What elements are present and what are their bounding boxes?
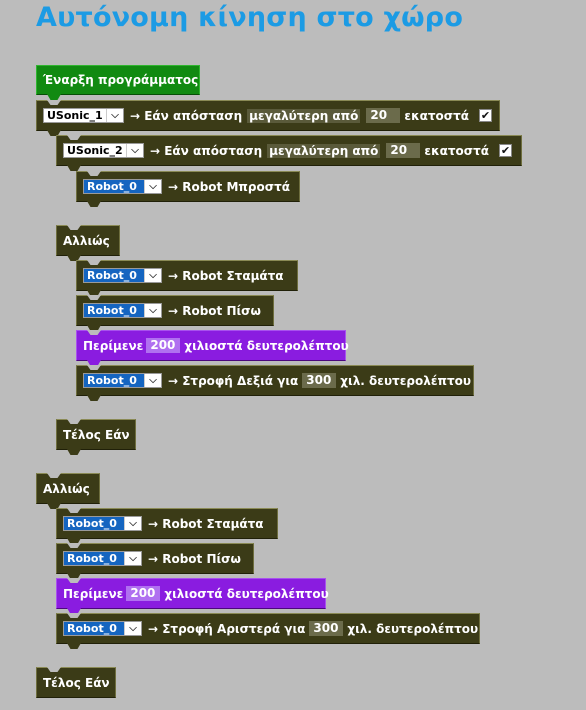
ms-label: χιλιοστά δευτερολέπτου xyxy=(184,338,349,353)
endif-block-inner[interactable]: Τέλος Εάν xyxy=(56,419,136,450)
sensor-select-1-value: USonic_1 xyxy=(44,109,106,122)
chevron-down-icon: ⌵ xyxy=(144,269,161,282)
robot-select[interactable]: Robot_0 ⌵ xyxy=(63,551,142,566)
wait-input-2[interactable]: 200 xyxy=(126,586,161,601)
if-distance-label: → Εάν απόσταση xyxy=(150,143,263,158)
wait-block-2[interactable]: Περίμενε 200 χιλιοστά δευτερολέπτου xyxy=(56,578,329,609)
robot-select[interactable]: Robot_0 ⌵ xyxy=(83,373,162,388)
robot-select-value: Robot_0 xyxy=(84,269,144,282)
distance-input-1[interactable]: 20 xyxy=(366,108,401,123)
ms-short-label: χιλ. δευτερολέπτου xyxy=(347,621,479,636)
check-icon[interactable]: ✔ xyxy=(479,109,493,122)
cm-label: εκατοστά xyxy=(404,108,470,123)
greater-than-label: μεγαλύτερη από xyxy=(267,143,381,158)
chevron-down-icon: ⌵ xyxy=(144,374,161,387)
distance-input-2[interactable]: 20 xyxy=(386,143,421,158)
robot-select-value: Robot_0 xyxy=(64,517,124,530)
page-title: Αυτόνομη κίνηση στο χώρο xyxy=(36,2,464,33)
cm-label: εκατοστά xyxy=(424,143,490,158)
greater-than-label: μεγαλύτερη από xyxy=(247,108,361,123)
start-label: Έναρξη προγράμματος xyxy=(43,73,199,87)
endif-label: Τέλος Εάν xyxy=(43,675,110,690)
endif-block-outer[interactable]: Τέλος Εάν xyxy=(36,667,116,698)
robot-stop-label: → Robot Σταμάτα xyxy=(148,516,264,531)
chevron-down-icon: ⌵ xyxy=(106,109,123,122)
robot-back-block-1[interactable]: Robot_0 ⌵ → Robot Πίσω xyxy=(76,295,274,326)
robot-select-value: Robot_0 xyxy=(84,374,144,387)
robot-stop-block-2[interactable]: Robot_0 ⌵ → Robot Σταμάτα xyxy=(56,508,278,539)
turn-left-block[interactable]: Robot_0 ⌵ → Στροφή Αριστερά για 300 χιλ.… xyxy=(56,613,480,644)
else-block-outer[interactable]: Αλλιώς xyxy=(36,473,100,504)
else-label: Αλλιώς xyxy=(43,481,90,496)
robot-back-label: → Robot Πίσω xyxy=(168,303,261,318)
robot-stop-block-1[interactable]: Robot_0 ⌵ → Robot Σταμάτα xyxy=(76,260,298,291)
robot-select-value: Robot_0 xyxy=(64,622,124,635)
robot-select-value: Robot_0 xyxy=(84,304,144,317)
robot-select[interactable]: Robot_0 ⌵ xyxy=(83,179,162,194)
else-block-inner[interactable]: Αλλιώς xyxy=(56,225,120,256)
robot-back-label: → Robot Πίσω xyxy=(148,551,241,566)
turn-right-block[interactable]: Robot_0 ⌵ → Στροφή Δεξιά για 300 χιλ. δε… xyxy=(76,365,474,396)
turn-input-2[interactable]: 300 xyxy=(309,621,344,636)
check-icon[interactable]: ✔ xyxy=(499,144,513,157)
endif-label: Τέλος Εάν xyxy=(63,427,130,442)
robot-select[interactable]: Robot_0 ⌵ xyxy=(63,621,142,636)
robot-select-value: Robot_0 xyxy=(64,552,124,565)
robot-back-block-2[interactable]: Robot_0 ⌵ → Robot Πίσω xyxy=(56,543,254,574)
ms-short-label: χιλ. δευτερολέπτου xyxy=(340,373,471,388)
chevron-down-icon: ⌵ xyxy=(144,304,161,317)
if-distance-label: → Εάν απόσταση xyxy=(130,108,243,123)
chevron-down-icon: ⌵ xyxy=(124,552,141,565)
ms-label: χιλιοστά δευτερολέπτου xyxy=(164,586,329,601)
chevron-down-icon: ⌵ xyxy=(126,144,143,157)
start-program-block[interactable]: Έναρξη προγράμματος xyxy=(36,65,200,95)
chevron-down-icon: ⌵ xyxy=(144,180,161,193)
wait-label: Περίμενε xyxy=(63,586,124,601)
turn-left-label: → Στροφή Αριστερά για xyxy=(148,621,306,636)
if-distance-block-1[interactable]: USonic_1 ⌵ → Εάν απόσταση μεγαλύτερη από… xyxy=(36,100,500,131)
sensor-select-1[interactable]: USonic_1 ⌵ xyxy=(43,108,124,123)
turn-input-1[interactable]: 300 xyxy=(302,373,337,388)
sensor-select-2[interactable]: USonic_2 ⌵ xyxy=(63,143,144,158)
turn-right-label: → Στροφή Δεξιά για xyxy=(168,373,299,388)
robot-select[interactable]: Robot_0 ⌵ xyxy=(83,268,162,283)
robot-select[interactable]: Robot_0 ⌵ xyxy=(83,303,162,318)
robot-select[interactable]: Robot_0 ⌵ xyxy=(63,516,142,531)
wait-block-1[interactable]: Περίμενε 200 χιλιοστά δευτερολέπτου xyxy=(76,330,349,361)
robot-stop-label: → Robot Σταμάτα xyxy=(168,268,284,283)
sensor-select-2-value: USonic_2 xyxy=(64,144,126,157)
robot-select-value: Robot_0 xyxy=(84,180,144,193)
robot-forward-label: → Robot Μπροστά xyxy=(168,179,290,194)
chevron-down-icon: ⌵ xyxy=(124,622,141,635)
chevron-down-icon: ⌵ xyxy=(124,517,141,530)
wait-label: Περίμενε xyxy=(83,338,144,353)
robot-forward-block[interactable]: Robot_0 ⌵ → Robot Μπροστά xyxy=(76,171,300,202)
if-distance-block-2[interactable]: USonic_2 ⌵ → Εάν απόσταση μεγαλύτερη από… xyxy=(56,135,522,166)
else-label: Αλλιώς xyxy=(63,233,110,248)
wait-input-1[interactable]: 200 xyxy=(146,338,181,353)
